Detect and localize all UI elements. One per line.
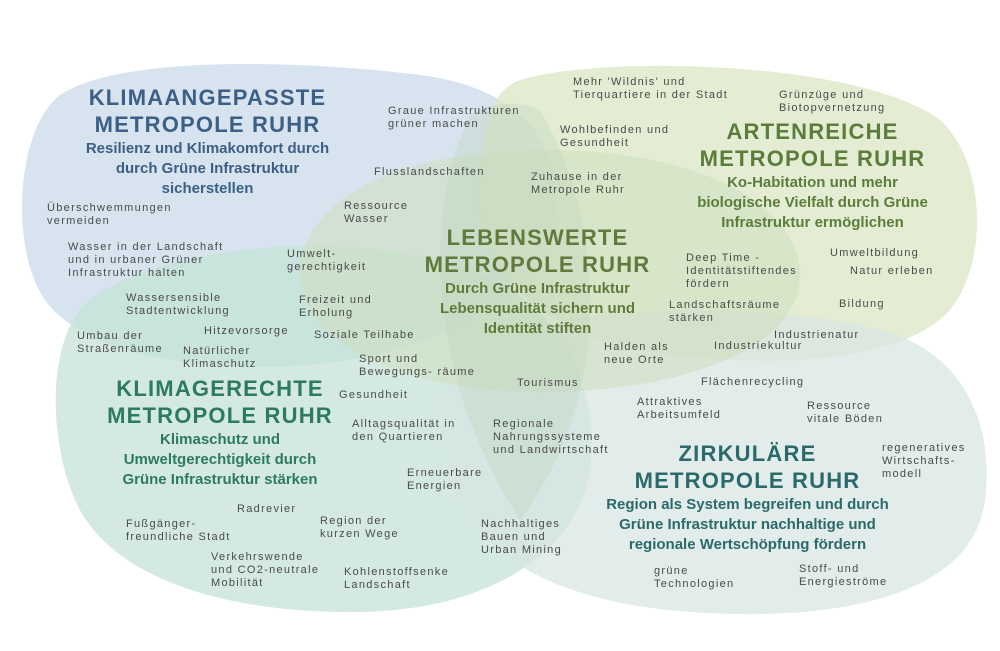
region-title: METROPOLE RUHR <box>699 146 926 171</box>
region-subtitle: Klimaschutz und <box>159 431 280 448</box>
keyword-hitzevorsorge: Hitzevorsorge <box>204 325 289 337</box>
keyword-industriekultur: Industriekultur <box>714 340 803 352</box>
region-subtitle: sicherstellen <box>161 180 254 197</box>
keyword-tourismus: Tourismus <box>517 377 579 389</box>
region-title: ZIRKULÄRE <box>678 441 817 466</box>
region-artenreiche: ARTENREICHE METROPOLE RUHR Ko-Habitation… <box>655 118 970 232</box>
keyword-radrevier: Radrevier <box>237 503 297 515</box>
keyword-umweltgerechtigkeit: Umwelt-gerechtigkeit <box>287 248 367 273</box>
region-title: METROPOLE RUHR <box>94 112 321 137</box>
region-subtitle: Ko-Habitation und mehr <box>727 174 898 191</box>
region-zirkulaere: ZIRKULÄRE METROPOLE RUHR Region als Syst… <box>565 440 930 554</box>
region-subtitle: biologische Vielfalt durch Grüne <box>697 194 928 211</box>
keyword-industrienatur: Industrienatur <box>774 329 860 341</box>
keyword-natur-erleben: Natur erleben <box>850 265 934 277</box>
region-title: METROPOLE RUHR <box>634 468 861 493</box>
region-title: LEBENSWERTE <box>446 225 629 250</box>
region-subtitle: Identität stiften <box>483 320 592 337</box>
region-subtitle: Region als System begreifen und durch <box>606 496 889 513</box>
keyword-umweltbildung: Umweltbildung <box>830 247 920 259</box>
region-klimaangepasste: KLIMAANGEPASSTE METROPOLE RUHR Resilienz… <box>55 84 360 198</box>
region-subtitle: Lebensqualität sichern und <box>439 300 636 317</box>
region-title: ARTENREICHE <box>726 119 899 144</box>
keyword-soziale-teilhabe: Soziale Teilhabe <box>314 329 415 341</box>
region-title: METROPOLE RUHR <box>107 403 333 428</box>
region-title: KLIMAANGEPASSTE <box>88 85 327 110</box>
region-shape-lebenswerte <box>299 150 801 393</box>
region-subtitle: Resilienz und Klimakomfort durch <box>85 140 330 157</box>
region-lebenswerte: LEBENSWERTE METROPOLE RUHR Durch Grüne I… <box>400 224 675 338</box>
keyword-gesundheit: Gesundheit <box>339 389 409 401</box>
region-subtitle: Grüne Infrastruktur stärken <box>122 471 318 488</box>
region-shape-center-petal <box>440 103 591 520</box>
keyword-bildung: Bildung <box>839 298 885 310</box>
region-subtitle: regionale Wertschöpfung fördern <box>628 536 867 553</box>
keyword-fussgaenger: Fußgänger-freundliche Stadt <box>126 518 231 543</box>
keyword-flusslandschaften: Flusslandschaften <box>374 166 485 178</box>
region-subtitle: Umweltgerechtigkeit durch <box>123 451 317 468</box>
region-title: KLIMAGERECHTE <box>116 376 324 401</box>
region-subtitle: durch Grüne Infrastruktur <box>115 160 300 177</box>
region-subtitle: Grüne Infrastruktur nachhaltige und <box>619 516 876 533</box>
region-subtitle: Durch Grüne Infrastruktur <box>444 280 631 297</box>
region-subtitle: Infrastruktur ermöglichen <box>721 214 904 231</box>
keyword-flaechenrecycling: Flächenrecycling <box>701 376 805 388</box>
region-klimagerechte: KLIMAGERECHTE METROPOLE RUHR Klimaschutz… <box>75 375 365 489</box>
region-title: METROPOLE RUHR <box>424 252 651 277</box>
